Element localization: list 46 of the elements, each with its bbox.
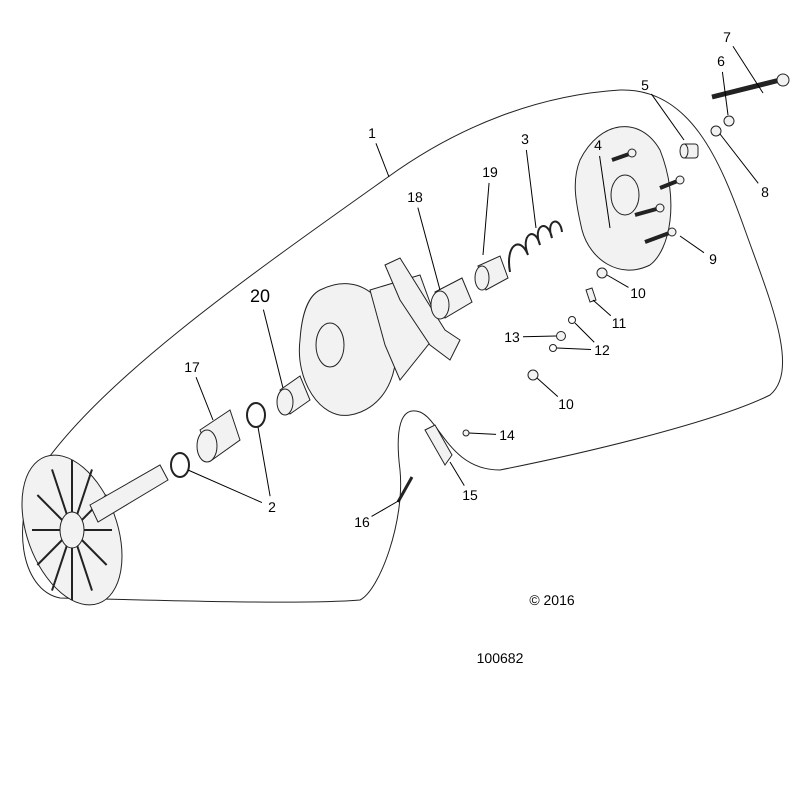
copyright-note: © 2016 [529, 592, 575, 608]
leader-line [556, 348, 592, 350]
callout-number: 20 [250, 288, 270, 304]
drawing-number: 100682 [476, 650, 524, 666]
callout-number: 6 [717, 53, 725, 69]
leader-line [258, 426, 271, 497]
leader-line [196, 376, 214, 420]
leader-line [522, 336, 556, 338]
callout-number: 14 [499, 427, 515, 443]
callout-number: 9 [709, 251, 717, 267]
leader-line [536, 378, 558, 398]
callout-number: 2 [268, 499, 276, 515]
callout-number: 10 [630, 285, 646, 301]
leader-line [526, 149, 536, 228]
callout-number: 19 [482, 164, 498, 180]
callout-number: 11 [612, 315, 626, 331]
callout-number: 7 [723, 29, 731, 45]
leader-line [592, 300, 612, 316]
leader-line [722, 71, 728, 116]
leader-line [650, 93, 684, 140]
leader-line [482, 182, 490, 256]
callout-number: 8 [761, 184, 769, 200]
callout-number: 13 [504, 329, 520, 345]
leader-line [188, 470, 262, 504]
leader-line [262, 309, 284, 388]
leader-line [599, 155, 610, 228]
leader-line [606, 274, 629, 288]
leader-line [680, 236, 704, 254]
leader-line [574, 322, 595, 343]
leader-line [371, 500, 400, 517]
leader-line [732, 46, 764, 94]
callout-number: 16 [354, 514, 370, 530]
callout-number: 17 [184, 359, 200, 375]
leader-line [468, 432, 497, 435]
leader-line [720, 134, 759, 184]
callout-number: 10 [558, 396, 574, 412]
callout-number: 18 [407, 189, 423, 205]
callout-number: 12 [594, 342, 610, 358]
callout-number: 1 [368, 125, 376, 141]
leader-line [375, 142, 390, 178]
callout-number: 4 [594, 137, 602, 153]
callout-number: 5 [641, 77, 649, 93]
callout-number: 3 [521, 131, 529, 147]
leader-line [450, 462, 465, 486]
callout-number: 15 [462, 487, 478, 503]
leader-line [417, 207, 440, 290]
